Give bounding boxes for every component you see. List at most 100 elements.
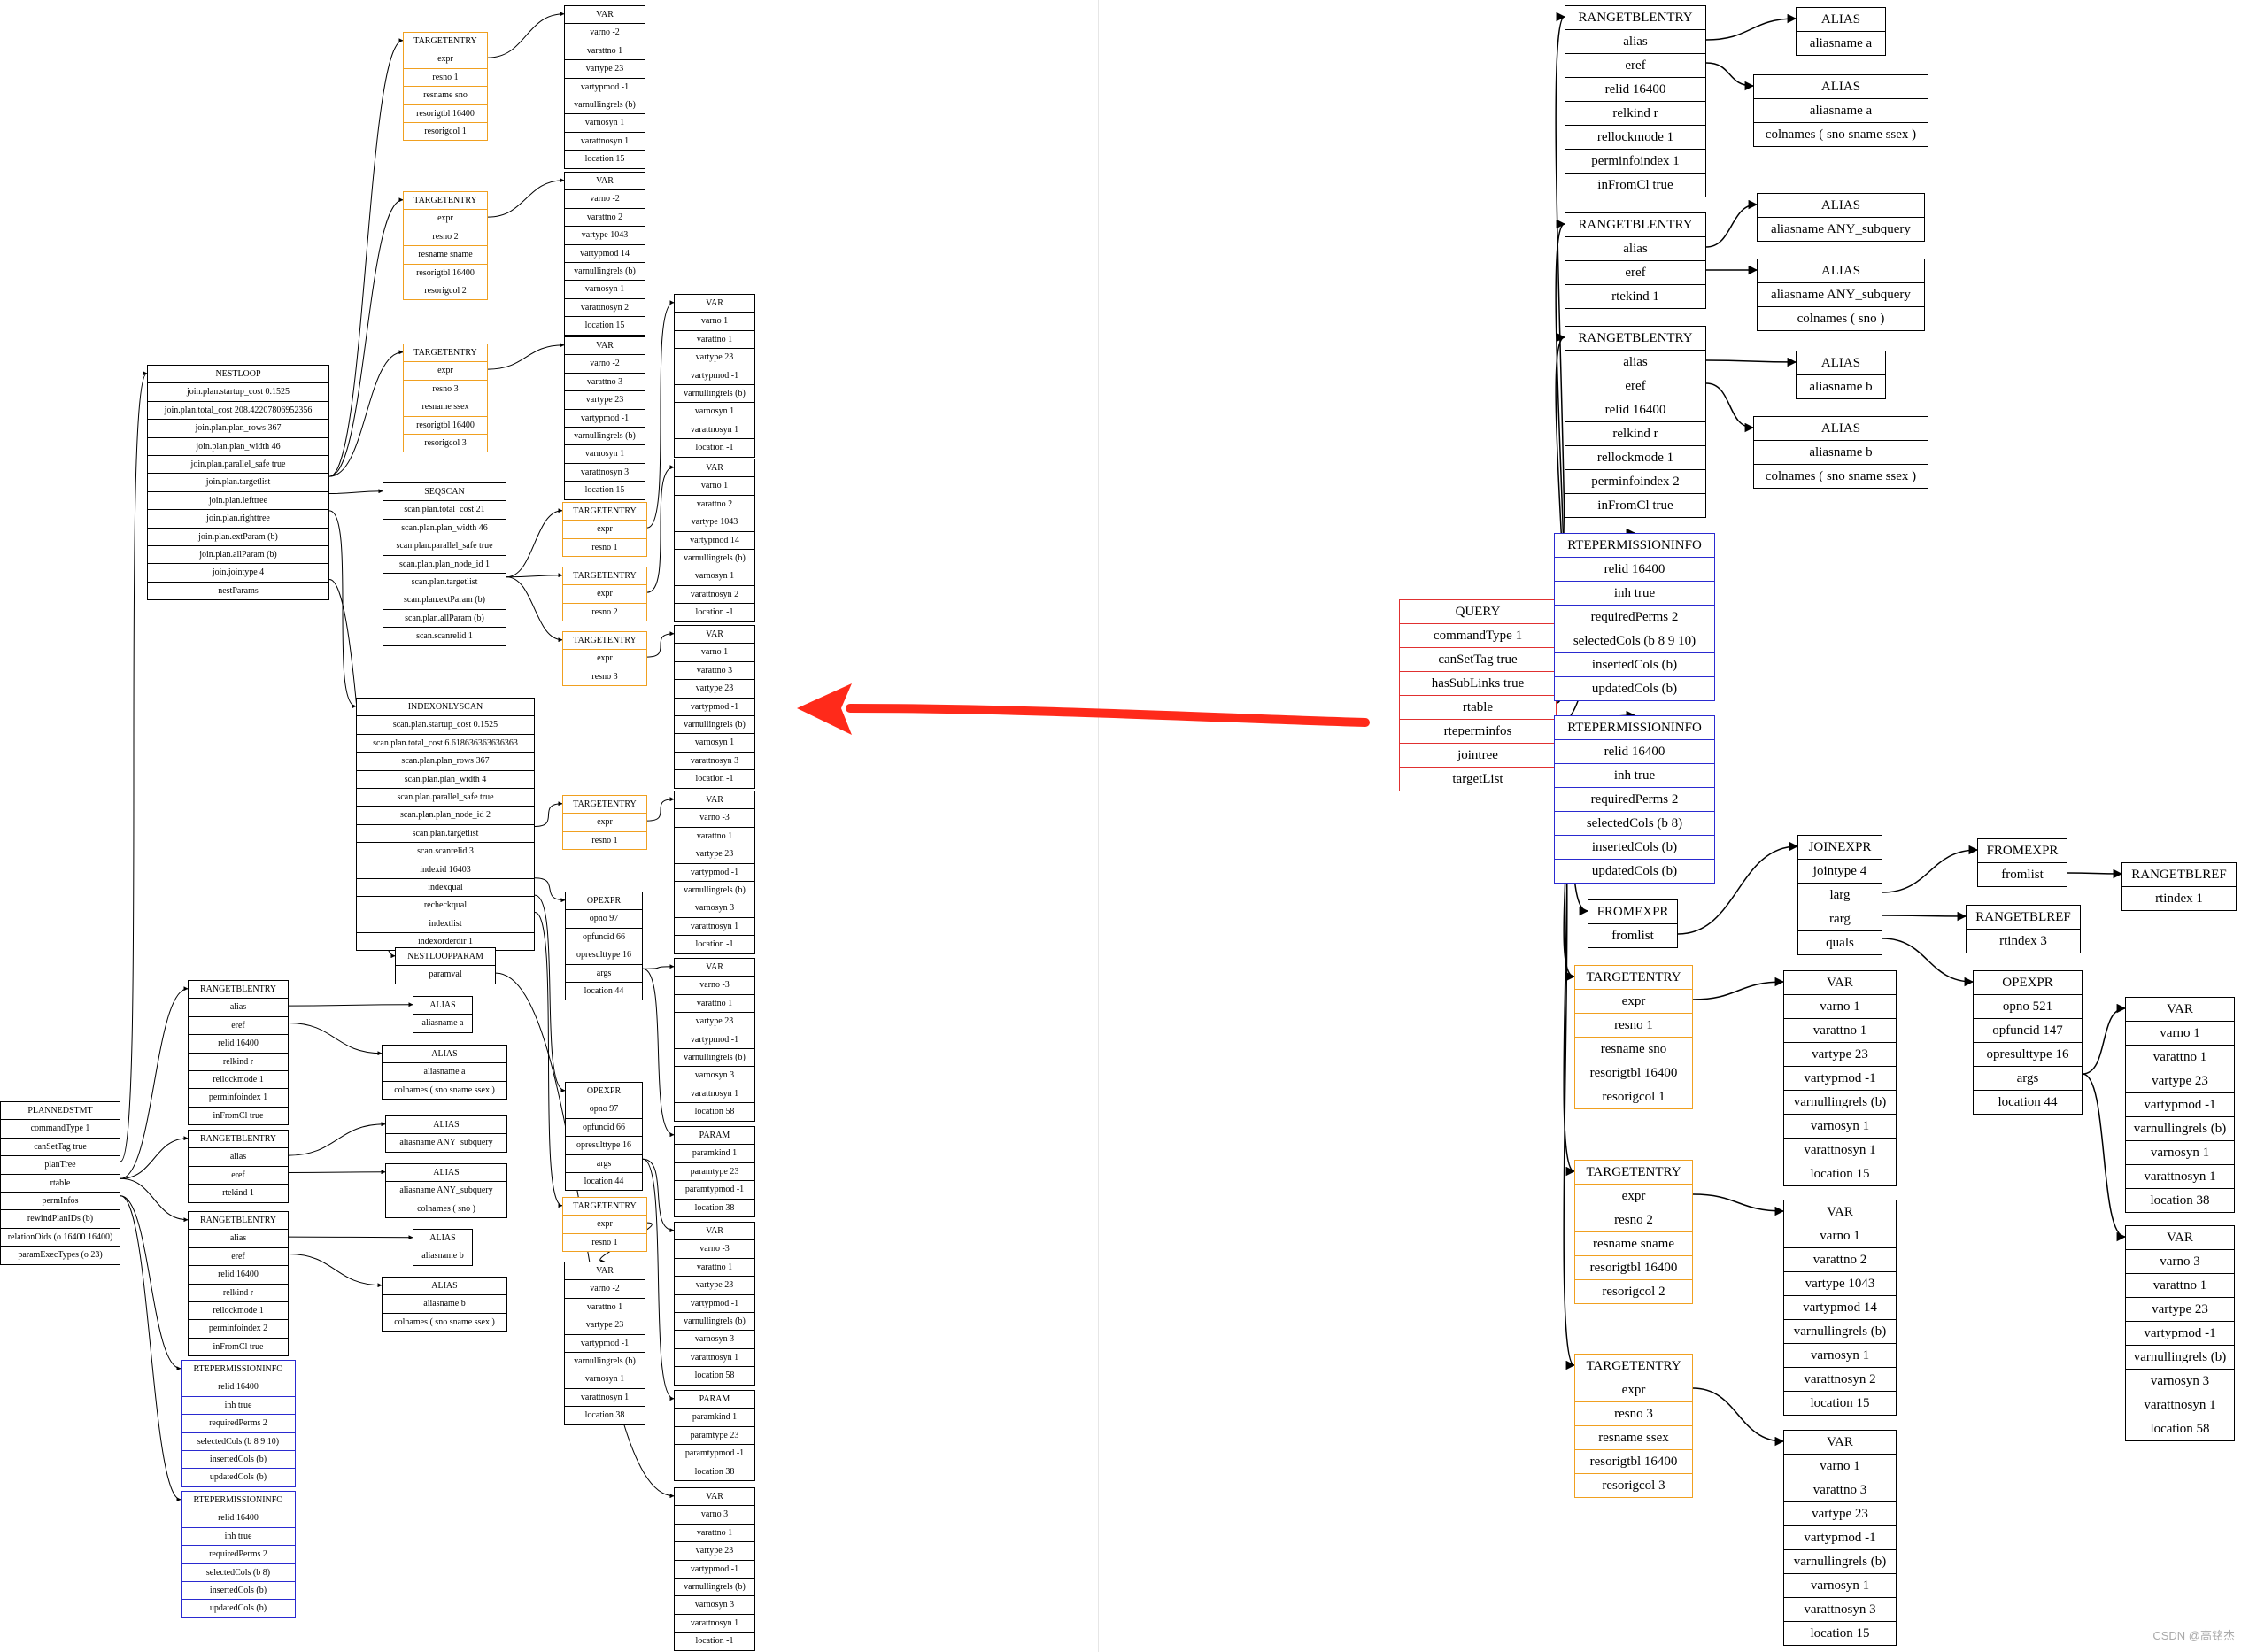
node-field: varattno 3: [1784, 1478, 1896, 1501]
node-type-label: VAR: [1827, 1205, 1853, 1219]
node-type-label: JOINEXPR: [1808, 840, 1872, 854]
node-field: args: [566, 1154, 642, 1172]
node-field: join.plan.extParam (b): [148, 527, 328, 545]
node-field: vartype 23: [1784, 1042, 1896, 1066]
edge-l_rte1-to-l_rte1_alias: [288, 1002, 413, 1007]
node-field: location 15: [565, 316, 645, 334]
node-type-label: VAR: [2167, 1002, 2193, 1016]
node-field: varnullingrels (b): [675, 714, 754, 733]
node-field: resno 2: [563, 602, 646, 621]
node-field: scan.plan.plan_node_id 2: [357, 806, 534, 823]
node-type-label: PARAM: [699, 1394, 730, 1404]
edge-nl_te3-to-nl_var3: [487, 343, 565, 370]
node-field: aliasname ANY_subquery: [1758, 217, 1924, 241]
node-field: varno -2: [565, 1279, 645, 1297]
node-field: expr: [1575, 1378, 1692, 1401]
node-field: varattnosyn 1: [675, 1084, 754, 1102]
node-field: hasSubLinks true: [1400, 671, 1556, 695]
node-field: relkind r: [189, 1052, 288, 1070]
node-field: insertedCols (b): [1555, 835, 1714, 859]
node-type-label: FROMEXPR: [1986, 844, 2059, 858]
node-field: resno 3: [563, 667, 646, 685]
node-field: updatedCols (b): [1555, 859, 1714, 883]
node-field: relid 16400: [1565, 77, 1705, 101]
edge-indexonlyscan-to-opexpr1: [534, 877, 566, 903]
node-field: varnullingrels (b): [675, 1047, 754, 1066]
node-field: paramtype 23: [675, 1162, 754, 1180]
node-field: location 58: [675, 1102, 754, 1120]
node-field: fromlist: [1978, 862, 2067, 886]
node-field: expr: [563, 1215, 646, 1232]
node-type-label: VAR: [706, 298, 723, 308]
node-field: colnames ( sno ): [386, 1199, 506, 1217]
node-field: aliasname a: [413, 1014, 472, 1031]
node-field: eref: [1565, 374, 1705, 398]
node-field: aliasname b: [1754, 440, 1928, 464]
node-field: resname sname: [404, 245, 487, 263]
node-field: opfuncid 66: [566, 1117, 642, 1136]
node-field: resorigcol 1: [404, 121, 487, 140]
node-field: vartype 1043: [1784, 1271, 1896, 1295]
node-field: varnosyn 3: [675, 899, 754, 916]
node-field: scan.plan.parallel_safe true: [357, 787, 534, 806]
node-field: varattnosyn 1: [675, 420, 754, 438]
node-field: varnullingrels (b): [675, 383, 754, 402]
node-field: varnosyn 1: [675, 402, 754, 420]
node-field: vartype 23: [675, 679, 754, 697]
node-field: varnullingrels (b): [565, 426, 645, 444]
node-field: vartypmod -1: [2126, 1092, 2234, 1116]
node-field: vartypmod -1: [2126, 1321, 2234, 1345]
node-field: varattno 1: [565, 41, 645, 59]
node-field: targetList: [1400, 767, 1556, 791]
node-type-label: OPEXPR: [586, 1086, 622, 1096]
node-field: aliasname a: [1754, 98, 1928, 122]
node-type-label: RANGETBLENTRY: [199, 1216, 277, 1225]
edge-joinexpr-to-fromexpr_larg: [1882, 845, 1979, 893]
node-type-label: TARGETENTRY: [413, 196, 477, 205]
node-type-label: RTEPERMISSIONINFO: [193, 1364, 283, 1374]
node-field: eref: [189, 1247, 288, 1265]
node-field: scan.plan.startup_cost 0.1525: [357, 715, 534, 733]
node-type-label: ALIAS: [1820, 198, 1861, 212]
node-type-label: RANGETBLENTRY: [199, 1134, 277, 1144]
node-type-label: VAR: [706, 1226, 723, 1236]
node-field: scan.plan.plan_width 46: [383, 518, 506, 537]
edge-nestloop-to-nl_te1: [328, 38, 404, 477]
node-field: join.plan.total_cost 208.42207806952356: [148, 400, 328, 419]
node-field: location -1: [675, 603, 754, 621]
node-field: varnullingrels (b): [1784, 1549, 1896, 1573]
node-field: perminfoindex 1: [1565, 149, 1705, 173]
node-field: varnullingrels (b): [675, 880, 754, 899]
node-type-label: ALIAS: [1820, 80, 1861, 94]
node-field: varnosyn 3: [2126, 1369, 2234, 1393]
node-field: vartypmod -1: [565, 77, 645, 96]
node-field: aliasname b: [413, 1247, 472, 1264]
node-field: rtekind 1: [189, 1184, 288, 1201]
node-field: scan.plan.targetlist: [383, 572, 506, 591]
node-field: location 38: [675, 1462, 754, 1480]
node-field: args: [566, 963, 642, 982]
node-type-label: RANGETBLENTRY: [199, 984, 277, 994]
node-field: varnosyn 1: [1784, 1343, 1896, 1367]
node-field: larg: [1798, 883, 1882, 907]
node-field: rtekind 1: [1565, 284, 1705, 308]
node-field: resorigcol 2: [1575, 1279, 1692, 1303]
node-field: relid 16400: [182, 1378, 295, 1395]
edge-rte3-to-rte3_eref: [1705, 382, 1755, 433]
node-field: colnames ( sno sname ssex ): [1754, 464, 1928, 488]
